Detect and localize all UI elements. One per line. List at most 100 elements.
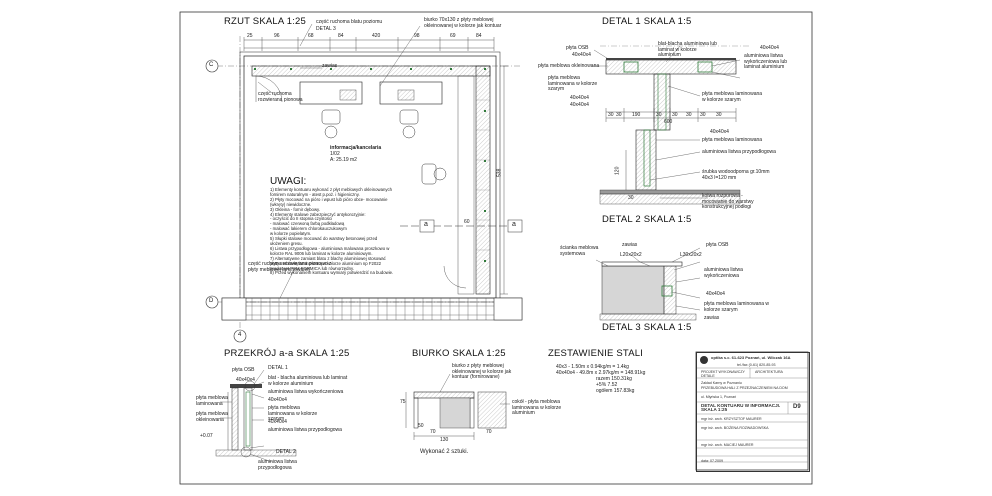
dim-top-7: 69 xyxy=(450,33,456,39)
tb-line: PRZEBUDOWA HALI Z PRZEZNACZENIEM NA DOM xyxy=(701,386,788,390)
dim-vertical: 538 xyxy=(496,168,503,177)
d1-label: blat-blacha aluminiowa lub laminat w kol… xyxy=(658,41,717,59)
desk-title: BIURKO SKALA 1:25 xyxy=(412,348,506,359)
sec-label: blat - blacha aluminiowa lub laminat w k… xyxy=(268,375,348,387)
d1-dim: 30 xyxy=(716,112,722,118)
tb-line: Zakład Karny w Poznaniu xyxy=(701,381,742,385)
callout-detail3: DETAL 3 xyxy=(316,26,336,32)
note-line: 2) Płyty mocować na pióro i wpust lub pi… xyxy=(270,196,388,202)
sec-label: 40x40x4 xyxy=(268,397,287,403)
sec-label: płyta meblowa laminowana xyxy=(196,395,228,407)
desk-dim: 130 xyxy=(440,437,449,443)
sec-label: płyta OSB xyxy=(232,367,255,373)
note-line: płytę meblową laminowaną w kolorze alumi… xyxy=(270,260,382,266)
callout-bottom: część ruchoma rozwierana pionowo z płyty… xyxy=(248,261,332,273)
note-line: 6) Listwa przypodłogowa - aluminiowa mal… xyxy=(270,245,390,251)
axis-4-bubble xyxy=(233,329,247,343)
note-line: producent PSM FORMICA lub równorzędny. xyxy=(270,265,354,271)
tb-drawing-title: DETAL KONTUARU W INFORMACJI. SKALA 1:25 xyxy=(701,403,781,412)
tb-line: ARCHITEKTURA xyxy=(755,370,783,374)
d1-dim: 190 xyxy=(632,112,641,118)
sec-label: płyta meblowa laminowana w kolorze szary… xyxy=(268,405,318,423)
d2-label: aluminiowa listwa wykończeniowa xyxy=(704,267,743,279)
callout-moving-top: część ruchoma blatu poziomu xyxy=(316,19,383,25)
d2-label: zawias xyxy=(704,315,720,321)
tb-line: PROJEKT WYKONAWCZY xyxy=(701,370,745,374)
notes-list: 1) Elementy kontuaru wykonać z płyt mebl… xyxy=(270,187,418,276)
note-line: - malować lakierem chlorokauczukowym xyxy=(270,226,347,232)
dim-top-4: 84 xyxy=(338,33,344,39)
d1-dim: 30 xyxy=(672,112,678,118)
desk-dim: 75 xyxy=(400,399,406,405)
axis-d-bubble xyxy=(205,295,219,309)
tb-line: data: 07.2009 xyxy=(701,459,723,463)
sec-label: aluminiowa listwa przypodłogowa xyxy=(268,427,342,433)
d2-label: 40x40x4 xyxy=(706,291,725,297)
dim-top-2: 96 xyxy=(274,33,280,39)
d1-label: kotwa rozporowa - mocowanie do warstwy k… xyxy=(702,193,754,211)
note-line: - oczyścić do II stopnia czystości xyxy=(270,216,333,222)
desk-dim: 50 xyxy=(418,423,424,429)
note-line: 8) Przed wykonaniem kontuaru wymiary pot… xyxy=(270,270,394,276)
tb-line: mgr inż. arch. MACIEJ MAURER xyxy=(701,443,754,447)
dim-top-8: 84 xyxy=(476,33,482,39)
tb-drawing-number: D9 xyxy=(793,404,801,410)
tb-line: mgr inż. arch. BOŻENA ROZWADOWSKA xyxy=(701,426,769,430)
counter-top-run xyxy=(251,65,491,77)
d1-dim: 30 xyxy=(628,195,634,201)
axis-d-label: D xyxy=(209,298,214,304)
steel-title: ZESTAWIENIE STALI xyxy=(548,348,644,359)
note-line: - malować czerwoną farbą podkładową xyxy=(270,221,345,227)
d2-label: zawias xyxy=(622,242,638,248)
d1-label: płyta meblowa laminowana w kolorze szary… xyxy=(702,91,763,103)
d2-label: ścianka meblowa systemowa xyxy=(560,245,599,257)
axis-c-label: C xyxy=(209,62,214,68)
section-marker-left: a xyxy=(424,221,428,228)
d1-dim: 600 xyxy=(664,119,673,125)
title-block: optika s.c. 61-623 Poznań, ul. Wilczak 1… xyxy=(696,352,810,472)
desk-label: cokół - płyta meblowa laminowana w kolor… xyxy=(512,399,562,417)
desk-dim: 70 xyxy=(430,429,436,435)
desk-right xyxy=(379,81,443,105)
tb-line: DETALE xyxy=(701,374,715,378)
callout-moving-left: część ruchoma rozwierana pionowa xyxy=(258,91,303,103)
d2-label: L20x20x2 xyxy=(620,252,642,258)
d1-dim: 30 xyxy=(700,112,706,118)
axis-4-label: 4 xyxy=(238,332,242,338)
d1-label: płyta meblowa okleinowana xyxy=(538,63,600,69)
d1-dim: 30 xyxy=(686,112,692,118)
note-line: (wkręty) niewidoczne. xyxy=(270,201,312,207)
section-marker-right: a xyxy=(512,221,516,228)
detail2-view xyxy=(595,247,701,321)
desk-dim: 70 xyxy=(486,429,492,435)
note-line: 5) Słupki stalowe mocować do warstwy bet… xyxy=(270,236,378,242)
note-line: fornirem naturalnym - atest p.poż. i hig… xyxy=(270,191,360,197)
section-view xyxy=(215,369,297,463)
note-line: w kolorze popielatym. xyxy=(270,231,312,237)
room-area: A: 25.19 m2 xyxy=(330,157,357,163)
dim-top-6: 98 xyxy=(414,33,420,39)
detail1-title: DETAL 1 SKALA 1:5 xyxy=(602,16,692,27)
steel-row: 40x40x4 - 49.8m x 2.97kg/m = 148.91kg xyxy=(556,370,646,376)
d2-label: płyta OSB xyxy=(706,242,729,248)
d1-label: 40x40x4 xyxy=(570,102,589,108)
steel-row: ogółem 157.83kg xyxy=(596,388,635,394)
section-title: PRZEKRÓJ a-a SKALA 1:25 xyxy=(224,348,350,359)
d1-label: płyta meblowa laminowana xyxy=(702,137,763,143)
steel-row: 40x3 - 1.50m x 0.94kg/m = 1.4kg xyxy=(556,364,629,370)
plan-view xyxy=(205,23,523,343)
detail1-view xyxy=(592,45,750,205)
note-line: ułożeniem gresu. xyxy=(270,240,303,246)
d1-label: aluminiowa listwa przypodłogowa xyxy=(702,149,776,155)
dim-top-5: 420 xyxy=(372,33,381,39)
desk-left xyxy=(299,81,363,105)
steel-row: +5% 7.52 xyxy=(596,382,618,388)
tb-phone: tel./fax (0-61) 820-85-93 xyxy=(737,363,776,367)
section-level: +0.07 xyxy=(200,433,213,439)
note-line: 7) Alternatywne zamiast blatu z blachy a… xyxy=(270,255,386,261)
counter-right-run xyxy=(475,65,491,295)
room-number: 1/02 xyxy=(330,151,340,157)
